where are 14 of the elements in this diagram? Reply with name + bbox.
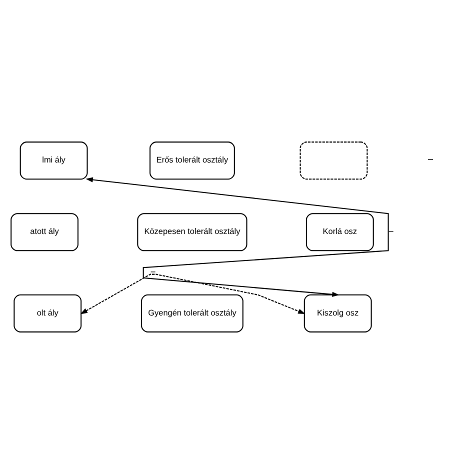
edge-label: − [150, 267, 156, 278]
node-box: olt ály [13, 294, 82, 332]
node-box: Korlá osz [305, 213, 374, 252]
node-box: Gyengén tolerált osztály [140, 294, 243, 332]
node-box: lmi ály [19, 142, 88, 180]
node-box [299, 142, 368, 180]
edge-label: − [388, 226, 394, 236]
node-box: Közepesen tolerált osztály [136, 213, 247, 252]
arrow [85, 177, 388, 297]
node-box: atott ály [10, 213, 78, 252]
label: − [426, 155, 433, 166]
arrow [80, 274, 305, 314]
node-box: Erős tolerált osztály [149, 142, 234, 180]
node-box: Kiszolg osz [303, 294, 372, 332]
